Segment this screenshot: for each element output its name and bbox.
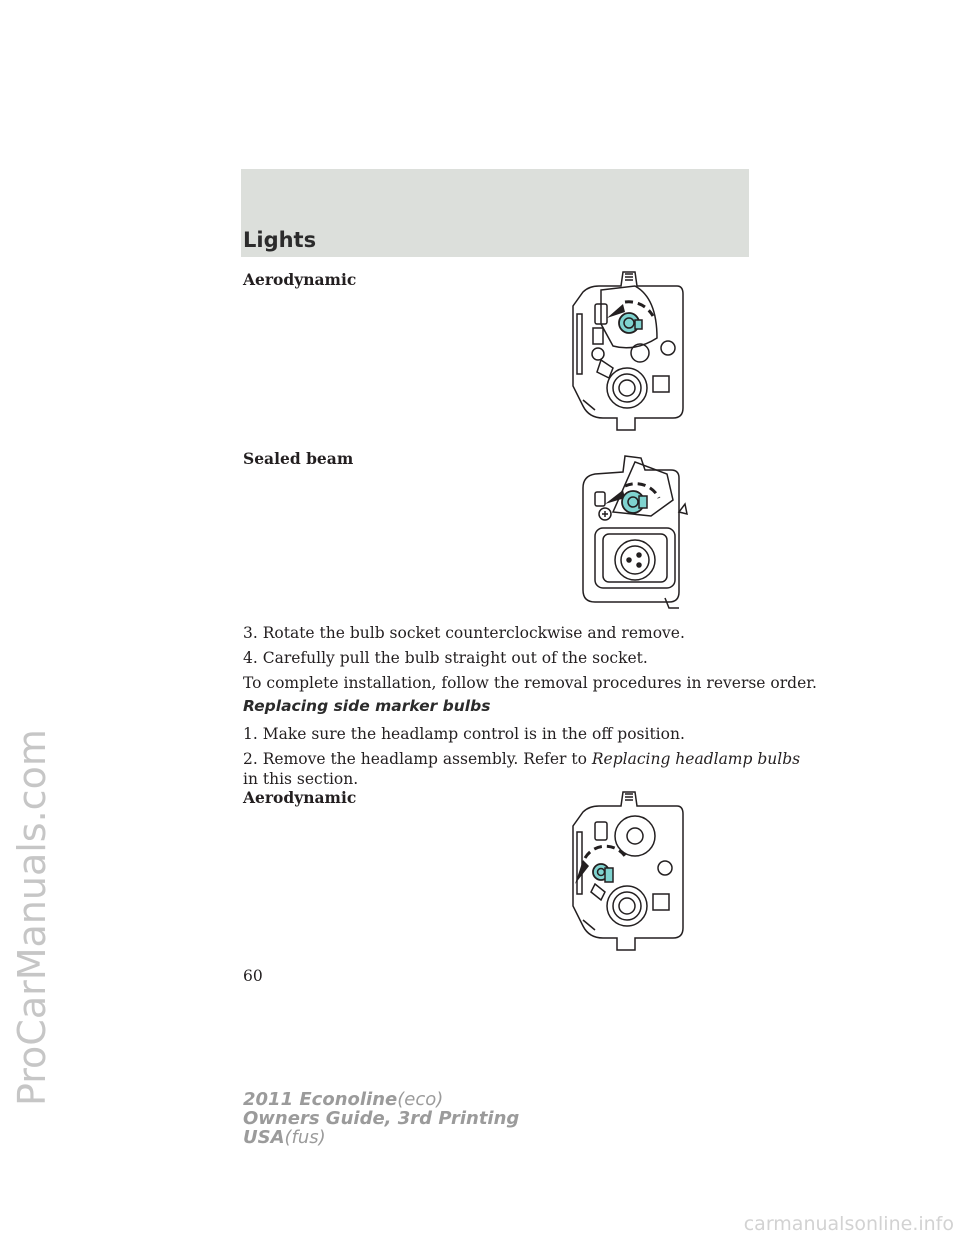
document-footer: 2011 Econoline(eco) Owners Guide, 3rd Pr…	[243, 1090, 519, 1147]
footer-model: 2011 Econoline	[243, 1089, 398, 1110]
bottom-watermark: carmanualsonline.info	[743, 1213, 954, 1235]
step-2-prefix: 2. Remove the headlamp assembly. Refer t…	[243, 750, 592, 768]
complete-installation-text: To complete installation, follow the rem…	[243, 674, 817, 692]
sealed-beam-headlamp-figure	[582, 455, 688, 609]
step-2-continued: in this section.	[243, 770, 359, 788]
aerodynamic-headlamp-figure	[572, 271, 684, 431]
label-aerodynamic-2: Aerodynamic	[243, 788, 357, 807]
step-3-text: 3. Rotate the bulb socket counterclockwi…	[243, 624, 685, 642]
footer-market: USA	[243, 1127, 285, 1148]
footer-model-code: (eco)	[397, 1089, 444, 1110]
subsection-title: Replacing side marker bulbs	[243, 697, 491, 715]
page-number: 60	[243, 967, 263, 985]
step-2-reference: Replacing headlamp bulbs	[591, 750, 801, 768]
side-marker-headlamp-figure	[572, 791, 684, 951]
footer-edition: Owners Guide, 3rd Printing	[243, 1108, 520, 1129]
step-1-text: 1. Make sure the headlamp control is in …	[243, 725, 685, 743]
step-2-text: 2. Remove the headlamp assembly. Refer t…	[243, 749, 800, 769]
section-header-band	[241, 169, 749, 257]
step-4-text: 4. Carefully pull the bulb straight out …	[243, 649, 648, 667]
section-title: Lights	[243, 228, 317, 252]
label-aerodynamic: Aerodynamic	[243, 270, 357, 289]
side-watermark: ProCarManuals.com	[10, 729, 54, 1106]
footer-market-code: (fus)	[284, 1127, 326, 1148]
label-sealed-beam: Sealed beam	[243, 449, 354, 468]
